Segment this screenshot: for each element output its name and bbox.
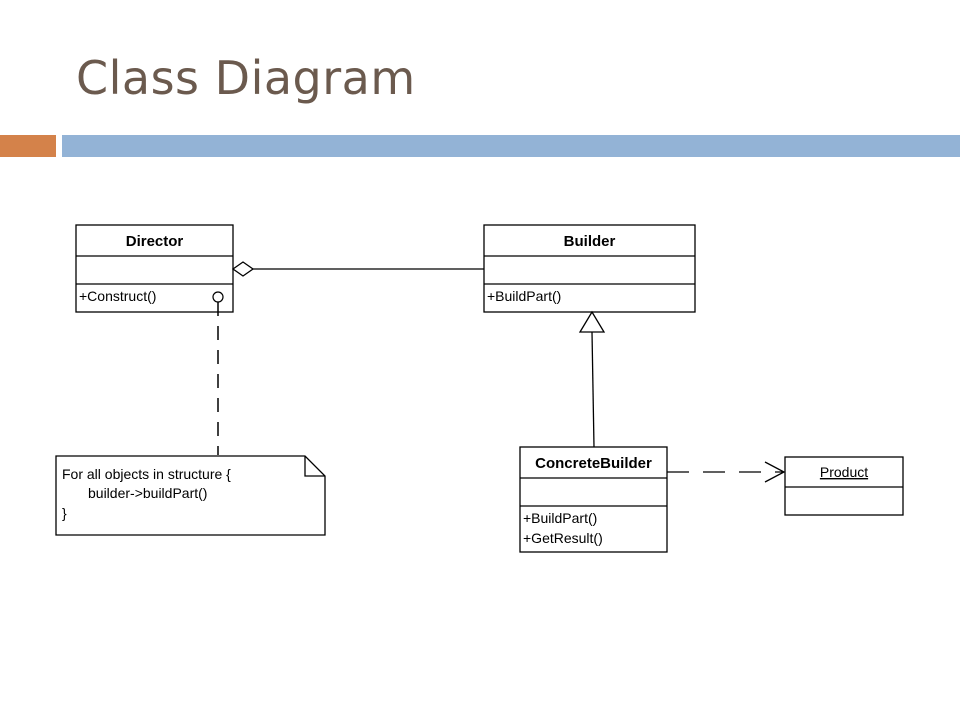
note-anchor-line — [212, 291, 224, 455]
class-builder: Builder +BuildPart() — [483, 224, 696, 313]
slide-title: Class Diagram — [76, 51, 416, 105]
note: For all objects in structure { builder->… — [55, 455, 326, 536]
note-anchor-circle — [212, 291, 224, 303]
aggregation-director-builder — [231, 261, 484, 277]
generalization-triangle — [578, 310, 606, 333]
dependency-concretebuilder-product — [667, 461, 786, 483]
accent-bar-blue — [62, 135, 960, 157]
note-line-1: For all objects in structure { — [62, 466, 231, 482]
class-concretebuilder-operation-1: +BuildPart() — [523, 510, 597, 526]
class-builder-operation: +BuildPart() — [487, 288, 561, 304]
note-line-3: } — [62, 505, 67, 521]
class-concretebuilder-name: ConcreteBuilder — [535, 455, 652, 472]
aggregation-diamond — [231, 261, 255, 277]
class-concretebuilder: ConcreteBuilder +BuildPart() +GetResult(… — [519, 446, 668, 553]
class-product: Product — [784, 456, 904, 516]
dependency-arrowhead — [764, 461, 786, 483]
generalization-concretebuilder-builder — [578, 310, 606, 448]
note-fold — [304, 456, 325, 477]
class-builder-name: Builder — [564, 233, 616, 250]
note-line-2: builder->buildPart() — [88, 485, 207, 501]
class-director: Director +Construct() — [75, 224, 234, 313]
accent-bar-orange — [0, 135, 56, 157]
class-concretebuilder-operation-2: +GetResult() — [523, 530, 603, 546]
class-director-name: Director — [126, 233, 184, 250]
class-product-name: Product — [820, 464, 868, 480]
class-director-operation: +Construct() — [79, 288, 156, 304]
